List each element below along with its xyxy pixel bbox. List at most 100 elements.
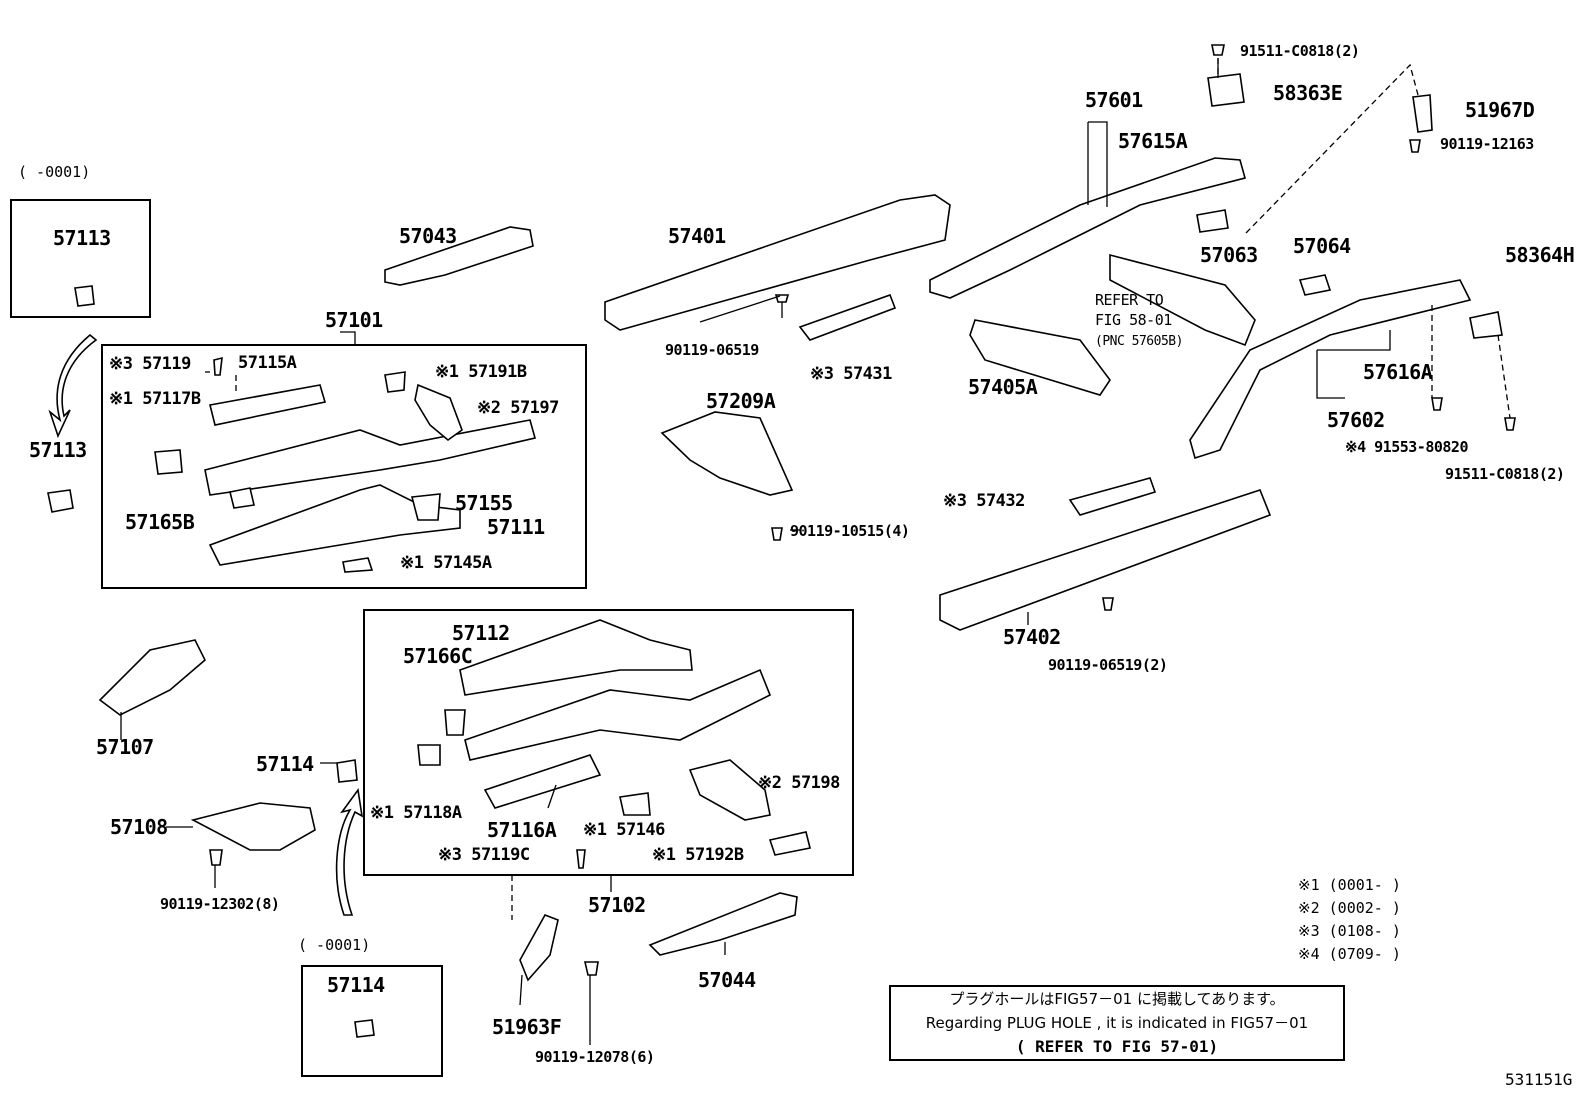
label-57145A: ※1 57145A [400,553,492,573]
part-57601 [929,157,1246,299]
label-57044: 57044 [698,968,756,992]
part-57402 [939,489,1272,631]
part-57113 [47,489,74,513]
part-57197 [414,383,463,442]
part-57116A [483,754,602,809]
figure-id: 531151G [1505,1070,1573,1089]
part-58363E [1207,73,1245,107]
part-51967D [1412,94,1433,133]
label-51963F: 51963F [492,1015,562,1039]
label-57191B: ※1 57191B [435,362,527,382]
part-57602 [1189,279,1472,460]
part-57191B [384,371,406,393]
label-57601: 57601 [1085,88,1143,112]
part-57155 [410,493,441,521]
label-57402: 57402 [1003,625,1061,649]
part-57063 [1196,209,1229,233]
label-57118A: ※1 57118A [370,803,462,823]
label-57108: 57108 [110,815,168,839]
part-57165B [229,487,255,509]
label-57107: 57107 [96,735,154,759]
label-refer-line3: (PNC 57605B) [1095,334,1183,349]
label-57432: ※3 57432 [943,491,1025,511]
label-refer-line2: FIG 58-01 [1095,311,1172,329]
label-57155: 57155 [455,491,513,515]
part-57114 [336,759,358,783]
legend-item: ※4 (0709- ) [1298,945,1401,963]
legend-item: ※1 (0001- ) [1298,876,1401,894]
part-57113-box [74,285,95,307]
label-57119C: ※3 57119C [438,845,530,865]
label-57146: ※1 57146 [583,820,665,840]
label-57198: ※2 57198 [758,773,840,793]
part-57044 [648,892,798,956]
label-57197: ※2 57197 [477,398,559,418]
part-57107 [98,639,206,716]
label-57114-box: 57114 [327,973,385,997]
label-57117B: ※1 57117B [109,389,201,409]
label-57111: 57111 [487,515,545,539]
part-57119 [213,356,223,376]
part-57112 [459,619,693,696]
part-57064 [1298,274,1332,296]
label-90119-06519: 90119-06519 [665,341,759,359]
part-57114-box [354,1019,375,1038]
legend-item: ※2 (0002- ) [1298,899,1401,917]
part-57198 [688,759,771,821]
label-57063: 57063 [1200,243,1258,267]
label-58363E: 58363E [1273,81,1343,105]
group-57102-frame [363,609,854,876]
label-57401: 57401 [668,224,726,248]
part-57101-upper-rail [204,419,536,496]
part-57209A [660,411,794,496]
label-90119-06519-2: 90119-06519(2) [1048,656,1168,674]
bottom-left-range-note: ( -0001) [298,936,371,954]
box-57113 [10,199,151,318]
part-57605B [1109,253,1256,347]
label-57165B: 57165B [125,510,195,534]
label-51967D: 51967D [1465,98,1535,122]
part-58364H [1469,311,1503,339]
label-57192B: ※1 57192B [652,845,744,865]
part-57043 [384,226,534,286]
label-58364H: 58364H [1505,243,1575,267]
group-57101-frame [101,344,587,589]
label-refer-line1: REFER TO [1095,291,1164,309]
label-57112: 57112 [452,621,510,645]
part-57111 [208,484,461,566]
part-57117B [154,449,183,475]
label-57616A: 57616A [1363,360,1433,384]
note-line-japanese: プラグホールはFIG57－01 に掲載してあります。 [949,990,1285,1008]
label-57113: 57113 [29,438,87,462]
label-91553-80820: ※4 91553-80820 [1345,438,1468,456]
part-51963F [519,914,559,982]
legend: ※1 (0001- ) ※2 (0002- ) ※3 (0108- ) ※4 (… [1298,878,1401,970]
part-57102-rail [464,668,772,761]
note-refer: ( REFER TO FIG 57-01) [1015,1037,1219,1056]
label-91511-top: 91511-C0818(2) [1240,42,1360,60]
top-left-range-note: ( -0001) [18,163,91,181]
label-90119-12302: 90119-12302(8) [160,895,280,913]
label-57115A: 57115A [238,353,297,373]
label-90119-12078: 90119-12078(6) [535,1048,655,1066]
part-57115A [209,384,327,426]
part-57401 [604,194,951,331]
part-57431 [798,293,897,341]
label-57209A: 57209A [706,389,776,413]
label-57102: 57102 [588,893,646,917]
label-57431: ※3 57431 [810,364,892,384]
part-57108 [190,802,316,851]
label-57116A: 57116A [487,818,557,842]
label-57405A: 57405A [968,375,1038,399]
part-57118A [417,744,441,766]
box-57114 [301,965,443,1077]
plug-hole-note: プラグホールはFIG57－01 に掲載してあります。 Regarding PLU… [889,985,1345,1061]
part-57119C [576,849,586,869]
label-57113-box: 57113 [53,226,111,250]
arrow-57113 [48,333,98,439]
label-90119-10515: 90119-10515(4) [790,522,910,540]
note-line-english: Regarding PLUG HOLE , it is indicated in… [925,1014,1309,1032]
label-90119-12163: 90119-12163 [1440,135,1534,153]
